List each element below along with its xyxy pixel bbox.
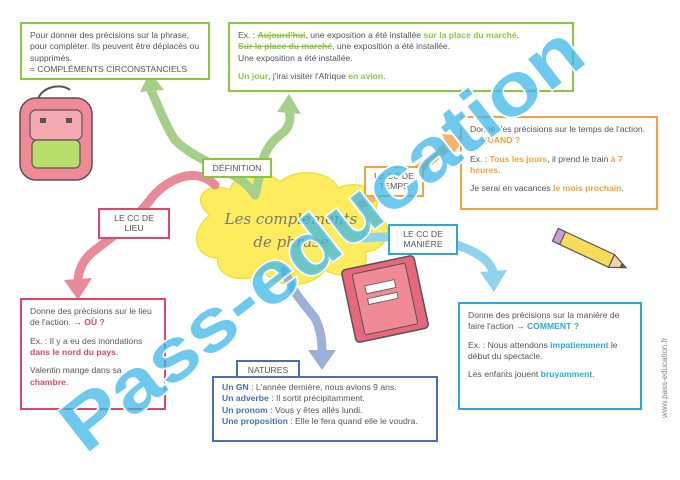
center-title: Les compléments de phrase bbox=[206, 208, 376, 253]
lieu-ex2-highlight: chambre bbox=[30, 376, 66, 387]
maniere-ex2-highlight: bruyamment bbox=[540, 369, 593, 380]
temps-tag-line1: LE CC DE bbox=[374, 171, 414, 181]
pencil-icon bbox=[551, 227, 628, 269]
center-title-line2: de phrase bbox=[253, 232, 329, 251]
example-place: sur la place du marché bbox=[423, 30, 517, 40]
example-text-2: , une exposition a été installée. bbox=[332, 41, 451, 52]
maniere-example-2: Les enfants jouent bruyamment. bbox=[468, 369, 632, 380]
maniere-desc-text: Donne des précisions sur la manière de f… bbox=[468, 310, 620, 332]
maniere-ex2-end: . bbox=[592, 369, 595, 380]
definition-tag-label: DÉFINITION bbox=[212, 163, 262, 173]
example-time: Un jour bbox=[238, 71, 269, 82]
example-text: , une exposition a été installée bbox=[305, 30, 424, 40]
natures-text-1: : Il sortit précipitamment. bbox=[268, 393, 365, 404]
maniere-ex-highlight: impatiemment bbox=[550, 339, 609, 350]
example-end: . bbox=[516, 30, 520, 40]
temps-desc-text: Donne des précisions sur le temps de l'a… bbox=[470, 124, 646, 146]
site-url-text: www.pass-education.fr bbox=[660, 337, 669, 419]
example-line-1: Ex. : Aujourd'hui, une exposition a été … bbox=[238, 30, 564, 64]
example-line-4: Un jour, j'irai visiter l'Afrique en avi… bbox=[238, 71, 564, 82]
example-text-4: , j'irai visiter l'Afrique bbox=[268, 71, 349, 82]
natures-text-3: : Elle le fera quand elle le voudra. bbox=[287, 416, 418, 427]
temps-ex-prefix: Ex. : bbox=[470, 153, 490, 164]
lieu-example: Ex. : Il y a eu des inondations dans le … bbox=[30, 336, 156, 359]
definition-tag: DÉFINITION bbox=[202, 158, 272, 179]
maniere-ex-end: le début du spectacle. bbox=[468, 339, 618, 362]
lieu-question: OÙ ? bbox=[84, 317, 105, 328]
temps-ex-end: . bbox=[498, 165, 501, 176]
example-time-struck: Aujourd'hui bbox=[257, 30, 306, 40]
example-prefix: Ex. : bbox=[238, 30, 258, 40]
lieu-desc-text: Donne des précisions sur le lieu de l'ac… bbox=[30, 306, 152, 328]
maniere-ex2-start: Les enfants jouent bbox=[468, 369, 541, 380]
natures-tag-label: NATURES bbox=[247, 365, 289, 375]
temps-question: QUAND ? bbox=[480, 135, 521, 146]
natures-item-0: Un GN : L'année dernière, nous avions 9 … bbox=[222, 382, 428, 393]
example-place-struck: Sur la place du marché bbox=[238, 41, 333, 52]
temps-example-2: Je serai en vacances le mois prochain. bbox=[470, 183, 648, 194]
natures-text-2: : Vous y êtes allés lundi. bbox=[267, 404, 363, 415]
example-end-4: . bbox=[383, 71, 386, 82]
maniere-tag: LE CC DE MANIÈRE bbox=[388, 224, 458, 255]
temps-ex-highlight2: à 7 heures bbox=[470, 153, 623, 176]
lieu-desc: Donne des précisions sur le lieu de l'ac… bbox=[30, 306, 156, 329]
temps-example: Ex. : Tous les jours, il prend le train … bbox=[470, 154, 648, 177]
lieu-ex2-end: . bbox=[65, 376, 69, 387]
example-manner: en avion bbox=[348, 71, 384, 82]
natures-text-0: : L'année dernière, nous avions 9 ans. bbox=[248, 382, 397, 392]
maniere-question: COMMENT ? bbox=[526, 321, 580, 332]
maniere-ex-prefix: Ex. : Nous attendons bbox=[468, 339, 551, 350]
lieu-tag-line2: LIEU bbox=[124, 223, 144, 234]
example-text-3: Une exposition a été installée. bbox=[238, 52, 353, 63]
notebook-icon bbox=[341, 255, 429, 343]
maniere-tag-line1: LE CC DE bbox=[403, 229, 443, 239]
lieu-box: Donne des précisions sur le lieu de l'ac… bbox=[20, 298, 166, 410]
maniere-box: Donne des précisions sur la manière de f… bbox=[458, 302, 642, 410]
center-title-line1: Les compléments bbox=[224, 210, 358, 228]
temps-tag-line2: TEMPS bbox=[379, 181, 409, 192]
example-box: Ex. : Aujourd'hui, une exposition a été … bbox=[228, 22, 574, 92]
temps-tag: LE CC DE TEMPS bbox=[364, 166, 424, 197]
temps-ex-mid: , il prend le train bbox=[547, 153, 611, 164]
temps-desc: Donne des précisions sur le temps de l'a… bbox=[470, 124, 648, 147]
lieu-ex-highlight: dans le nord du pays bbox=[30, 347, 116, 358]
lieu-tag: LE CC DE LIEU bbox=[98, 208, 170, 239]
lieu-ex-prefix: Ex. : Il y a eu des inondations bbox=[30, 335, 143, 346]
natures-item-1: Un adverbe : Il sortit précipitamment. bbox=[222, 393, 428, 404]
natures-label-0: Un GN bbox=[222, 382, 249, 392]
natures-item-3: Une proposition : Elle le fera quand ell… bbox=[222, 416, 428, 427]
temps-ex-highlight1: Tous les jours bbox=[489, 153, 548, 164]
backpack-icon bbox=[19, 85, 93, 181]
lieu-example-2: Valentin mange dans sa chambre. bbox=[30, 365, 156, 388]
definition-text: Pour donner des précisions sur la phrase… bbox=[30, 30, 200, 63]
temps-ex2-end: . bbox=[621, 183, 624, 194]
natures-label-2: Un pronom bbox=[222, 404, 268, 415]
maniere-example: Ex. : Nous attendons impatiemment le déb… bbox=[468, 340, 632, 363]
temps-ex2-highlight: le mois prochain bbox=[553, 183, 622, 194]
natures-box: Un GN : L'année dernière, nous avions 9 … bbox=[212, 376, 438, 442]
natures-label-1: Un adverbe bbox=[222, 393, 269, 404]
temps-box: Donne des précisions sur le temps de l'a… bbox=[460, 116, 658, 210]
maniere-tag-line2: MANIÈRE bbox=[403, 239, 443, 250]
lieu-ex2-start: Valentin mange dans sa bbox=[30, 365, 122, 376]
natures-label-3: Une proposition bbox=[222, 416, 288, 427]
natures-item-2: Un pronom : Vous y êtes allés lundi. bbox=[222, 405, 428, 416]
natures-arrow bbox=[280, 265, 336, 370]
definition-result: = COMPLÉMENTS CIRCONSTANCIELS bbox=[30, 64, 188, 75]
maniere-desc: Donne des précisions sur la manière de f… bbox=[468, 310, 632, 333]
lieu-ex-end: . bbox=[115, 347, 119, 358]
temps-ex2-start: Je serai en vacances bbox=[470, 183, 554, 194]
site-url-vertical: www.pass-education.fr bbox=[660, 337, 669, 419]
definition-box: Pour donner des précisions sur la phrase… bbox=[20, 22, 210, 80]
lieu-tag-line1: LE CC DE bbox=[114, 213, 154, 223]
